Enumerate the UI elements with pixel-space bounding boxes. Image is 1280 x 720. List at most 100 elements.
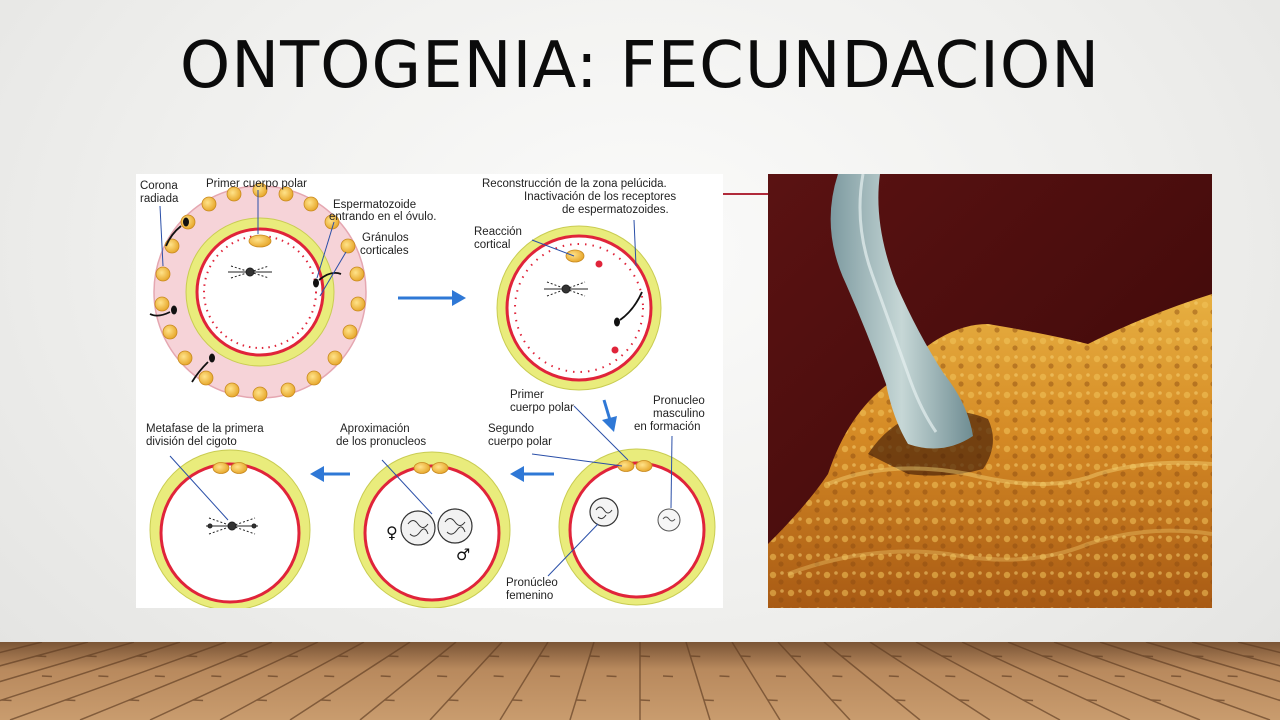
board-joint bbox=[320, 699, 331, 702]
board-joint bbox=[1042, 655, 1053, 658]
board-joint bbox=[1143, 655, 1154, 658]
board-joint bbox=[831, 699, 842, 702]
arrow-left-1 bbox=[510, 466, 554, 482]
sperm-cells bbox=[149, 225, 342, 383]
sperm-egg-micrograph bbox=[768, 174, 1212, 608]
board-seam bbox=[429, 642, 503, 720]
label-granulos-2: corticales bbox=[360, 245, 409, 257]
label-pronucleo-femenino-1: Pronúcleo bbox=[506, 577, 558, 589]
female-symbol: ♀ bbox=[386, 523, 398, 542]
board-joint bbox=[86, 655, 97, 658]
board-joint bbox=[576, 699, 587, 702]
stage-1-egg bbox=[149, 182, 367, 402]
board-seam bbox=[219, 642, 365, 720]
label-pronucleo-masculino-1: Pronucleo bbox=[653, 395, 705, 407]
stage-2-pointers bbox=[531, 219, 637, 267]
board-joint bbox=[324, 675, 335, 678]
board-joint bbox=[589, 655, 600, 658]
slide-title: ONTOGENIA: FECUNDACION bbox=[179, 29, 1101, 103]
board-joint bbox=[639, 699, 651, 702]
label-aproximacion-2: de los pronucleos bbox=[336, 436, 426, 448]
board-joint bbox=[895, 699, 906, 702]
board-joint bbox=[380, 675, 391, 678]
board-seam bbox=[289, 642, 411, 720]
stage-3-pointers bbox=[531, 405, 673, 577]
board-joint bbox=[98, 675, 109, 678]
board-joint bbox=[841, 655, 852, 658]
board-joint bbox=[65, 699, 76, 702]
board-joint bbox=[550, 675, 561, 678]
board-seam bbox=[731, 642, 781, 720]
board-joint bbox=[606, 675, 617, 678]
board-joint bbox=[1058, 675, 1069, 678]
board-joint bbox=[438, 655, 449, 658]
board-seam bbox=[1007, 642, 1201, 720]
board-seam bbox=[569, 642, 595, 720]
label-pronucleo-femenino-2: femenino bbox=[506, 590, 553, 602]
micrograph-svg bbox=[768, 174, 1212, 608]
label-metafase-1: Metafase de la primera bbox=[146, 423, 264, 435]
board-joint bbox=[129, 699, 140, 702]
board-seam bbox=[961, 642, 1131, 720]
board-joint bbox=[1227, 675, 1238, 678]
board-joint bbox=[1, 699, 12, 702]
board-joint bbox=[959, 699, 970, 702]
board-joint bbox=[256, 699, 267, 702]
board-joint bbox=[945, 675, 956, 678]
arrow-right bbox=[398, 290, 466, 306]
board-joint bbox=[888, 675, 899, 678]
board-joint bbox=[1214, 699, 1225, 702]
label-reconstruccion-2: Inactivación de los receptores bbox=[524, 191, 676, 203]
board-seam bbox=[1145, 642, 1280, 683]
board-joint bbox=[767, 699, 778, 702]
label-reaccion-1: Reacción bbox=[474, 226, 522, 238]
board-joint bbox=[539, 655, 550, 658]
board-seam bbox=[0, 642, 135, 683]
label-pronucleo-masculino-3: en formación bbox=[634, 421, 700, 433]
board-joint bbox=[790, 655, 801, 658]
male-symbol: ♂ bbox=[456, 545, 470, 564]
board-joint bbox=[154, 675, 165, 678]
board-joint bbox=[36, 655, 47, 658]
board-joint bbox=[267, 675, 278, 678]
board-joint bbox=[287, 655, 298, 658]
board-joint bbox=[1086, 699, 1097, 702]
arrow-down bbox=[602, 399, 617, 432]
corona-cells bbox=[154, 182, 366, 402]
label-corona-2: radiada bbox=[140, 193, 179, 205]
board-joint bbox=[448, 699, 459, 702]
label-segundo-cuerpo-polar-1: Segundo bbox=[488, 423, 534, 435]
label-reconstruccion-3: de espermatozoides. bbox=[562, 204, 669, 216]
board-joint bbox=[136, 655, 147, 658]
label-espermatozoide-2: entrando en el óvulo. bbox=[329, 211, 436, 223]
meiotic-spindle bbox=[228, 265, 272, 279]
label-aproximacion-1: Aproximación bbox=[340, 423, 410, 435]
stage-5-egg bbox=[149, 449, 311, 608]
board-joint bbox=[832, 675, 843, 678]
board-joint bbox=[690, 655, 701, 658]
board-joint bbox=[338, 655, 349, 658]
board-joint bbox=[1001, 675, 1012, 678]
stage-1-pointers bbox=[159, 190, 347, 297]
board-seam bbox=[0, 642, 89, 667]
board-seam bbox=[0, 642, 181, 702]
label-granulos-1: Gránulos bbox=[362, 232, 409, 244]
board-seam bbox=[359, 642, 457, 720]
board-joint bbox=[384, 699, 395, 702]
board-joint bbox=[187, 655, 198, 658]
label-reaccion-2: cortical bbox=[474, 239, 510, 251]
board-seam bbox=[777, 642, 851, 720]
board-seam bbox=[79, 642, 273, 720]
board-seam bbox=[1053, 642, 1271, 720]
board-joint bbox=[437, 675, 448, 678]
label-metafase-2: división del cigoto bbox=[146, 436, 237, 448]
board-seam bbox=[823, 642, 921, 720]
board-joint bbox=[740, 655, 751, 658]
board-joint bbox=[775, 675, 786, 678]
label-segundo-cuerpo-polar-2: cuerpo polar bbox=[488, 436, 552, 448]
board-joint bbox=[639, 655, 651, 658]
board-seam bbox=[685, 642, 711, 720]
board-joint bbox=[1023, 699, 1034, 702]
board-joint bbox=[662, 675, 674, 678]
board-joint bbox=[193, 699, 204, 702]
